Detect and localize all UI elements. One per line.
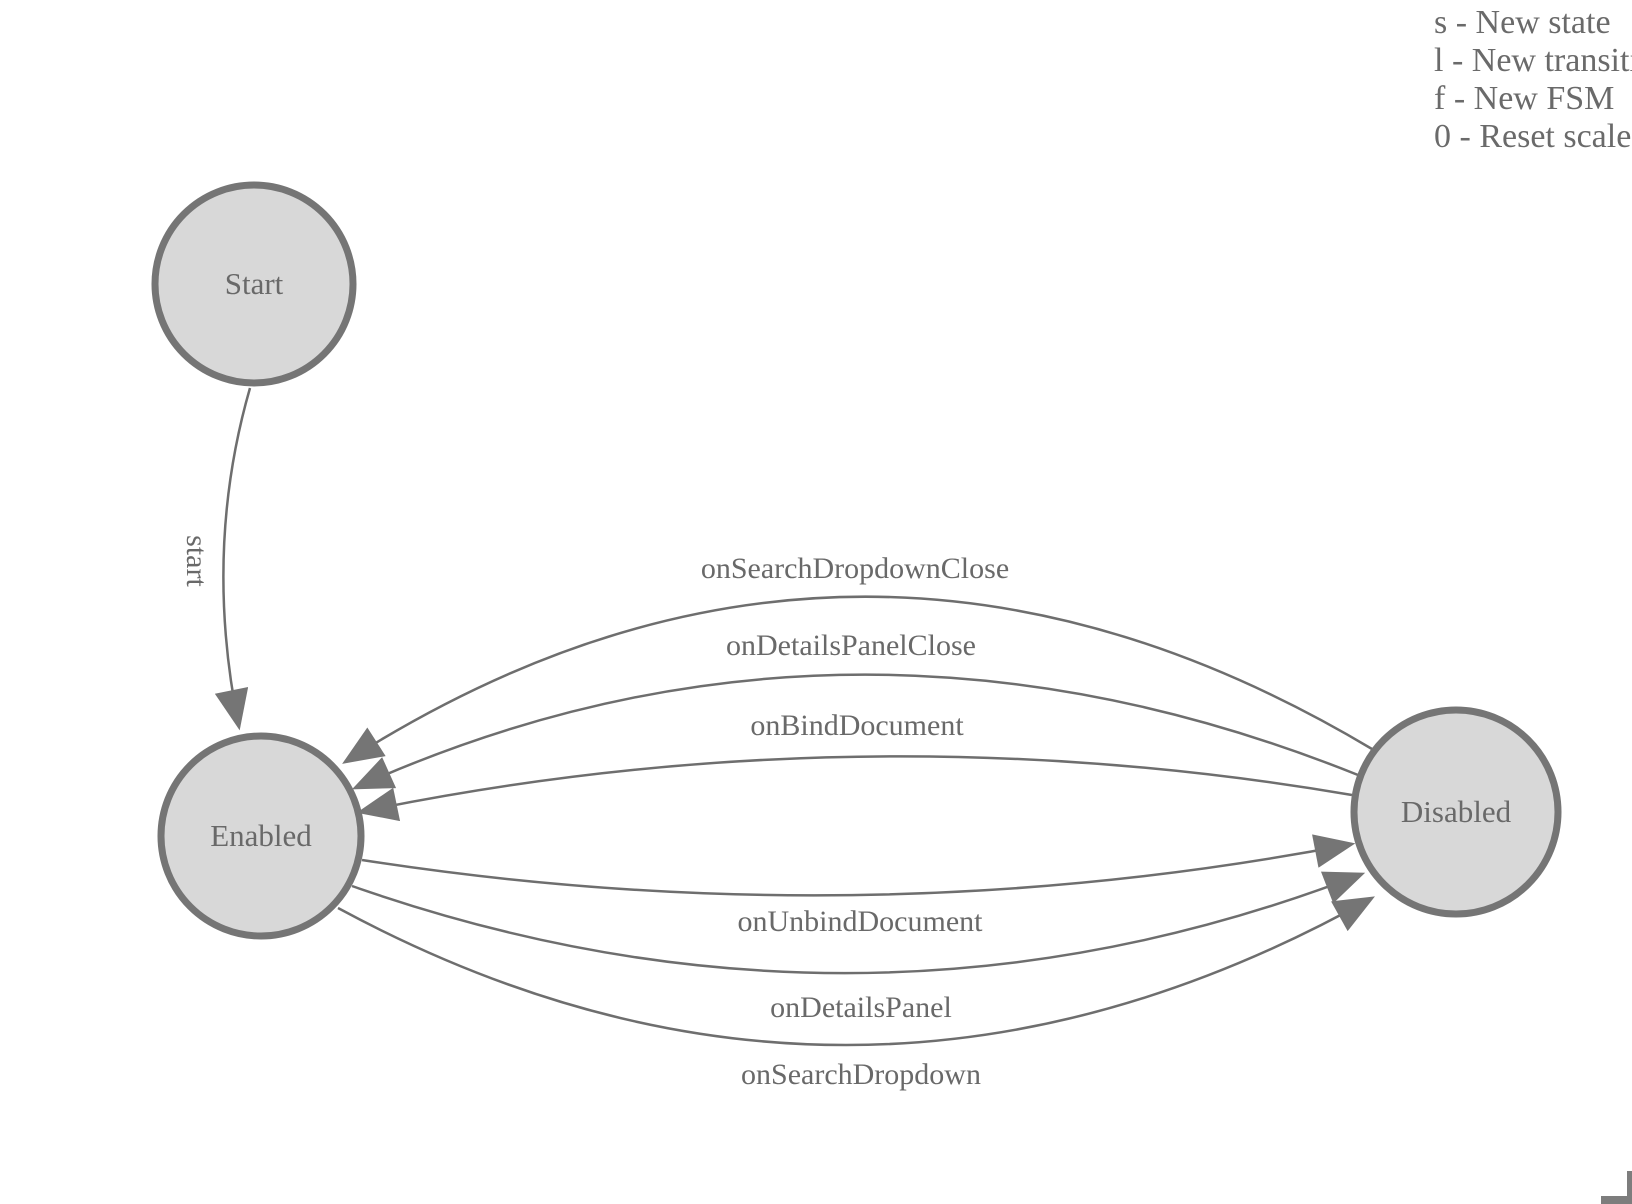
state-node-disabled[interactable] <box>1350 706 1562 918</box>
transition-label-onDetailsPanelClose: onDetailsPanelClose <box>726 629 976 662</box>
transition-label-start: start <box>180 535 213 587</box>
transition-edge-onSearchDropdownClose[interactable] <box>342 595 1373 764</box>
transition-label-onDetailsPanel: onDetailsPanel <box>770 991 952 1024</box>
transition-edge-onDetailsPanelClose[interactable] <box>351 673 1359 790</box>
shortcut-legend: s - New state l - New transition f - New… <box>1434 4 1632 156</box>
transition-edge-onBindDocument[interactable] <box>356 755 1353 822</box>
legend-item-new-state: s - New state <box>1434 4 1611 41</box>
transition-edge-start[interactable] <box>214 387 252 731</box>
transition-edge-onUnbindDocument[interactable] <box>361 834 1356 897</box>
state-node-enabled[interactable] <box>157 732 365 940</box>
transition-label-onSearchDropdownClose: onSearchDropdownClose <box>700 552 1010 585</box>
transition-edge-onSearchDropdown[interactable] <box>337 896 1375 1047</box>
legend-item-new-transition: l - New transition <box>1434 42 1632 79</box>
legend-item-new-fsm: f - New FSM <box>1434 80 1615 117</box>
transition-label-onSearchDropdown: onSearchDropdown <box>741 1058 981 1091</box>
legend-item-reset-scale: 0 - Reset scale <box>1434 118 1632 155</box>
transition-label-onBindDocument: onBindDocument <box>750 709 964 742</box>
transition-edge-onDetailsPanel[interactable] <box>351 871 1366 975</box>
canvas-corner-handle-vertical <box>1627 1171 1632 1204</box>
canvas-corner-handle-horizontal <box>1601 1196 1632 1204</box>
transition-label-onUnbindDocument: onUnbindDocument <box>737 905 983 938</box>
state-node-start[interactable] <box>151 181 357 387</box>
